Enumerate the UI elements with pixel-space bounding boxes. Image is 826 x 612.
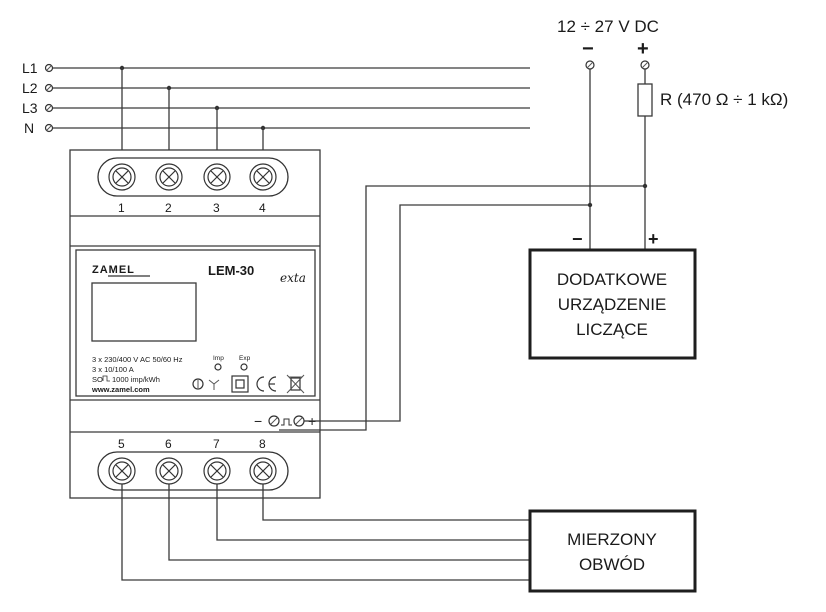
supply-voltage-label: 12 ÷ 27 V DC (557, 17, 659, 36)
exta-logo: exta (280, 271, 306, 285)
measured-circuit-wiring (121, 484, 530, 581)
counter-device-line2: URZĄDZENIE (558, 295, 667, 314)
meter-display (91, 282, 197, 342)
tri-phase-icon (192, 378, 220, 390)
terminal-label-4: 4 (259, 201, 266, 215)
supply-plus-terminal (640, 60, 650, 70)
terminal-screw-2 (155, 163, 183, 191)
resistor (637, 83, 653, 117)
pulse-symbol (281, 418, 292, 426)
terminal-label-5: 5 (118, 437, 125, 451)
weee-bin-icon (286, 374, 305, 394)
terminal-screw-4 (249, 163, 277, 191)
terminal-label-8: 8 (259, 437, 266, 451)
pulse-minus-terminal (268, 415, 280, 427)
line-label-l1: L1 (22, 60, 38, 76)
terminal-label-3: 3 (213, 201, 220, 215)
terminal-screw-6 (155, 457, 183, 485)
terminal-screw-7 (203, 457, 231, 485)
terminal-screw-8 (249, 457, 277, 485)
line-label-n: N (24, 120, 34, 136)
counter-plus-label: + (648, 229, 659, 249)
meter-website: www.zamel.com (91, 385, 150, 394)
meter-spec-current: 3 x 10/100 A (92, 365, 134, 374)
pulse-wiring (279, 183, 648, 431)
zamel-logo: zamel (92, 260, 135, 277)
led-label-exp: Exp (239, 355, 251, 362)
energy-meter: 1 2 3 4 zamel LEM-30 exta 3 x 230/400 V … (69, 149, 321, 499)
counter-minus-label: − (572, 229, 583, 249)
bottom-terminal-block (97, 451, 289, 491)
supply-minus-terminal (585, 60, 595, 70)
svg-text:SO: SO (92, 375, 103, 384)
terminal-label-7: 7 (213, 437, 220, 451)
counter-device-line1: DODATKOWE (557, 270, 667, 289)
terminal-screw-3 (203, 163, 231, 191)
measured-circuit: MIERZONY OBWÓD (528, 509, 697, 593)
terminal-screw-5 (108, 457, 136, 485)
ce-mark-icon (256, 376, 277, 392)
counter-device-line3: LICZĄCE (576, 320, 648, 339)
counter-device: − + DODATKOWE URZĄDZENIE LICZĄCE (528, 229, 697, 360)
supply-plus-label: + (637, 38, 649, 60)
top-terminal-block (97, 157, 289, 197)
led-imp-indicator (214, 363, 222, 371)
measured-circuit-line2: OBWÓD (579, 555, 645, 574)
meter-spec-constant: 1000 imp/kWh (112, 375, 160, 384)
led-exp-indicator (240, 363, 248, 371)
terminal-label-2: 2 (165, 201, 172, 215)
measured-circuit-line1: MIERZONY (567, 530, 657, 549)
terminal-label-1: 1 (118, 201, 125, 215)
pulse-output-symbol: SO (92, 375, 110, 384)
resistor-label: R (470 Ω ÷ 1 kΩ) (660, 90, 788, 109)
supply-minus-label: − (582, 38, 594, 60)
pulse-plus-terminal (293, 415, 305, 427)
line-label-l2: L2 (22, 80, 38, 96)
led-label-imp: Imp (213, 355, 224, 362)
line-label-l3: L3 (22, 100, 38, 116)
terminal-label-6: 6 (165, 437, 172, 451)
terminal-screw-1 (108, 163, 136, 191)
meter-model: LEM-30 (208, 263, 254, 278)
pulse-minus-label: − (254, 413, 262, 429)
double-insulation-icon (231, 375, 249, 393)
meter-spec-voltage: 3 x 230/400 V AC 50/60 Hz (92, 355, 183, 364)
